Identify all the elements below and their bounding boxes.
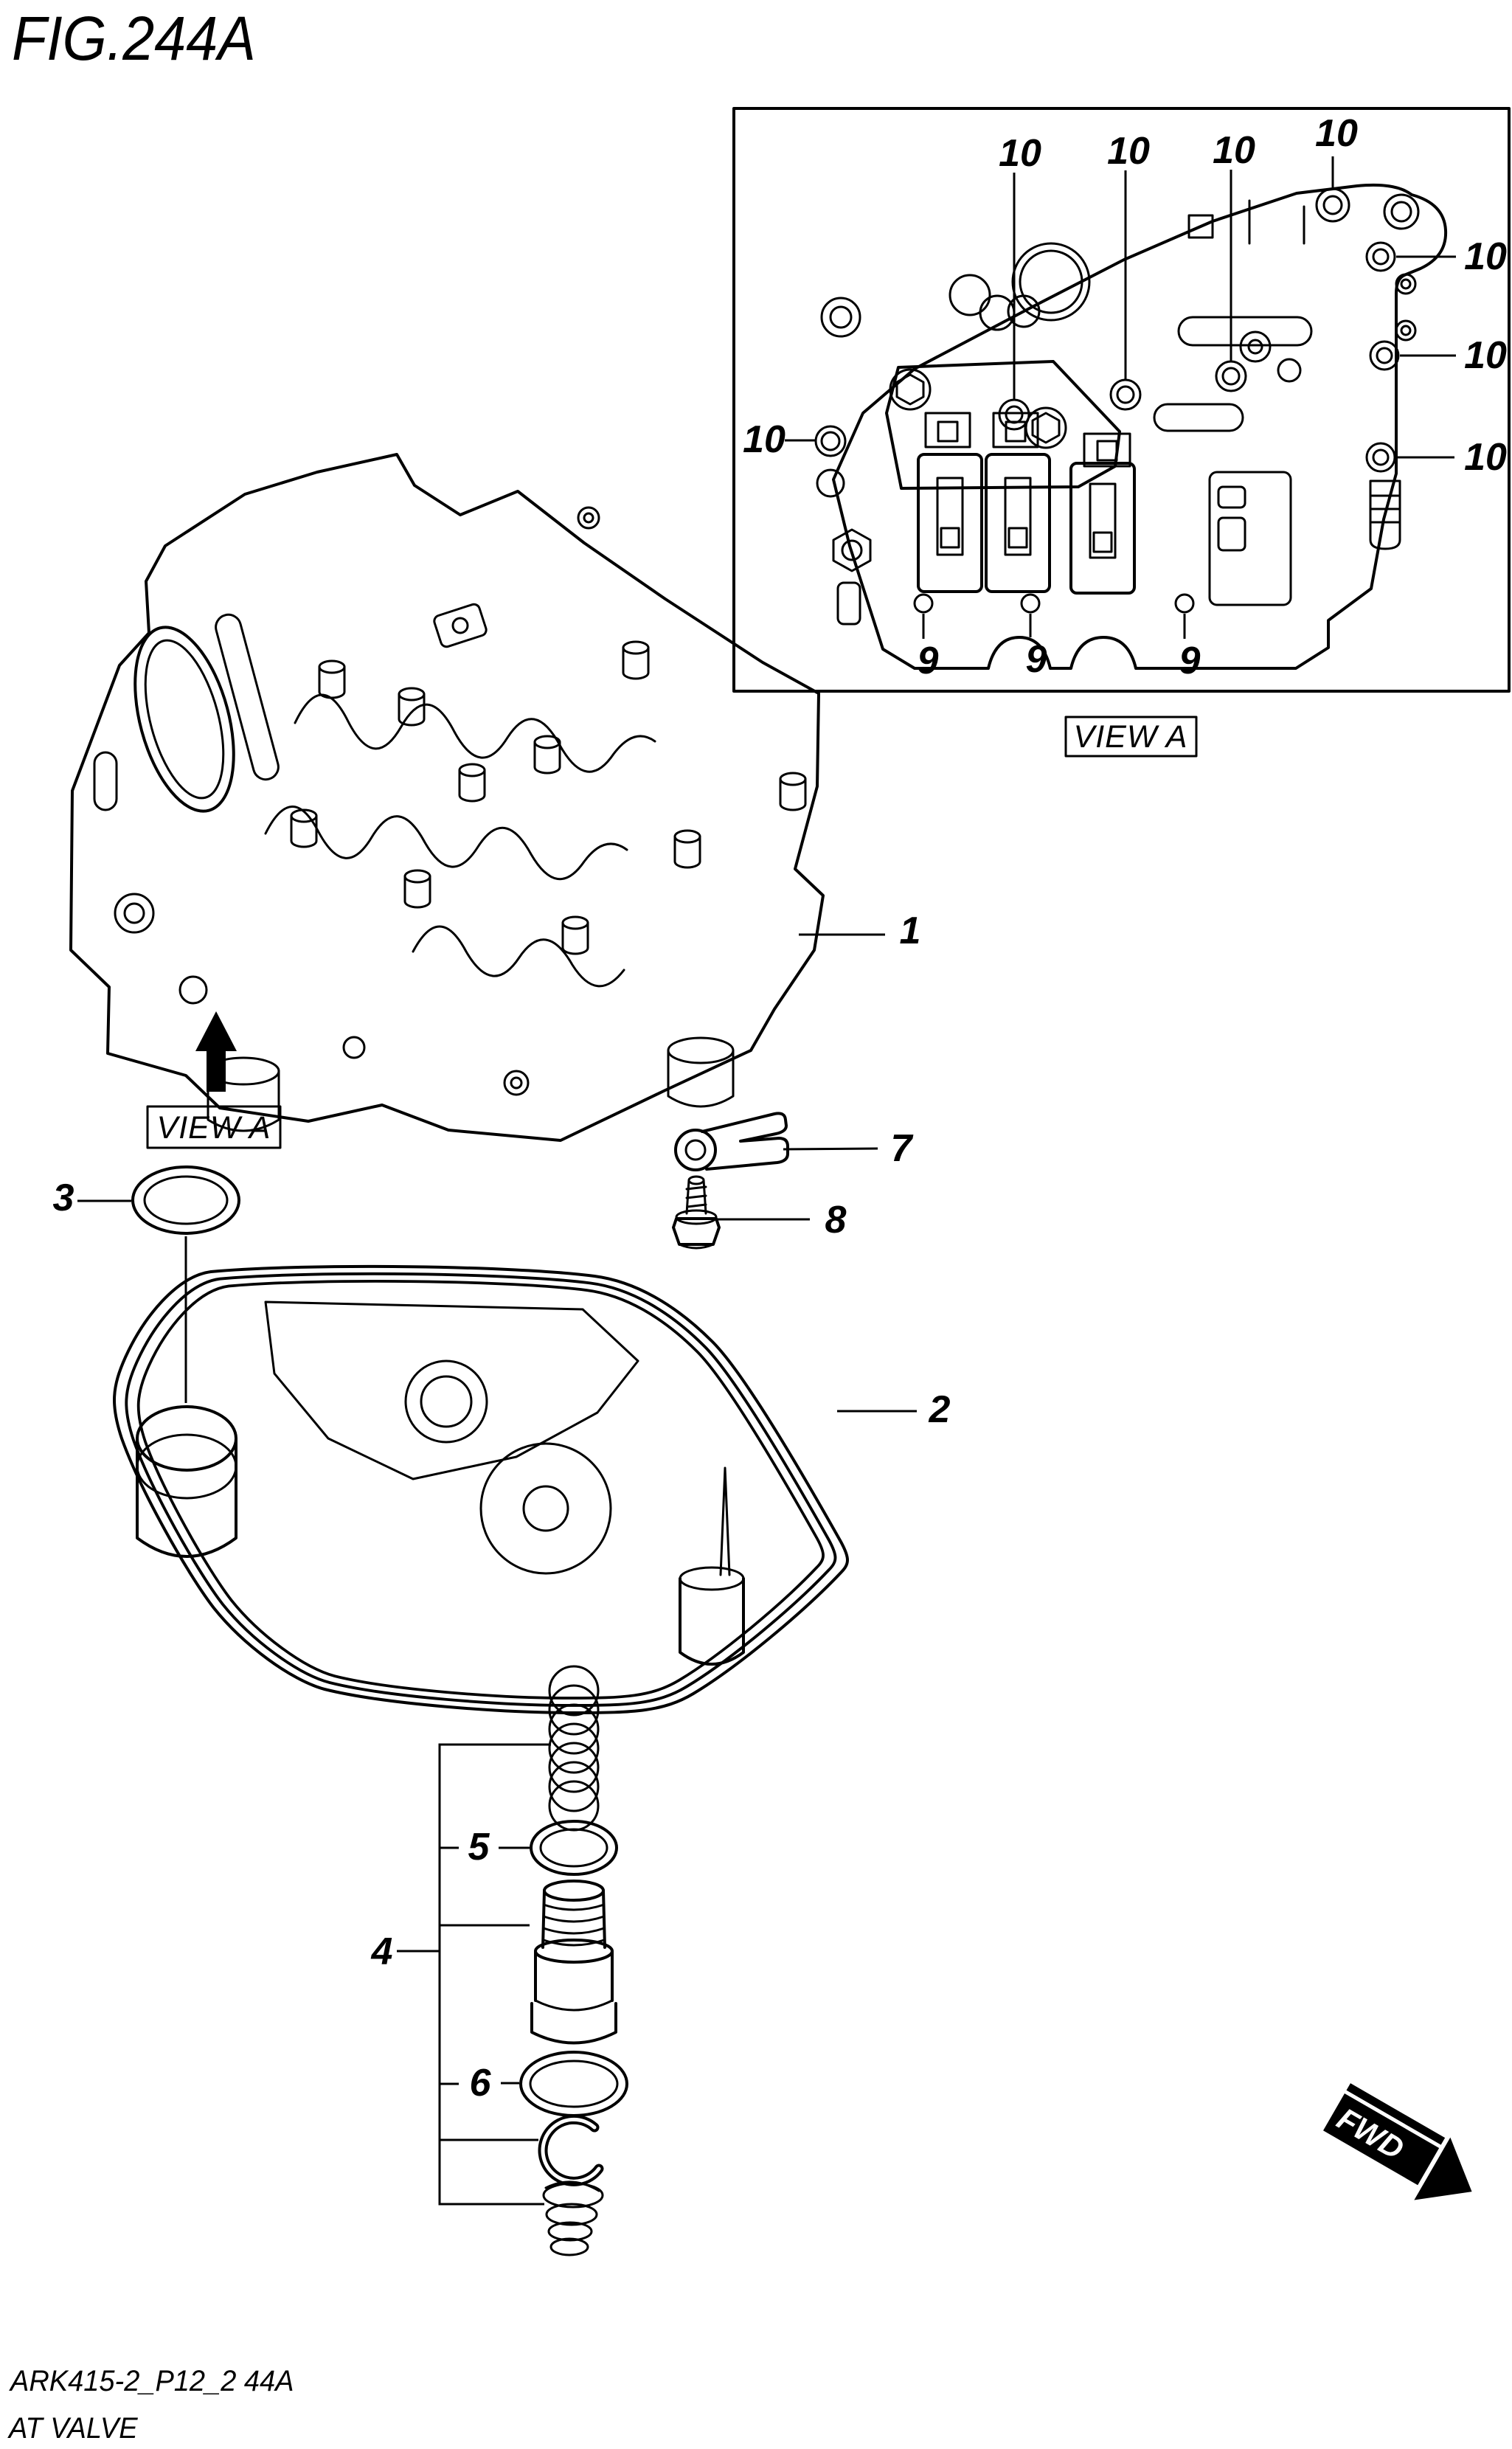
callout-9-1: 9 [918, 640, 939, 682]
bolt-drawing [672, 1175, 721, 1250]
fwd-arrow-icon: FWD [1323, 2083, 1472, 2200]
inset-view-box: 10 10 10 10 10 10 10 10 9 9 9 VIEW A [732, 107, 1511, 758]
up-arrow-icon [195, 1011, 237, 1092]
valve-piece [530, 1880, 617, 2045]
snap-ring [538, 2114, 604, 2186]
inset-view-a-tag: VIEW A [1064, 716, 1198, 758]
callout-10-right-1: 10 [1464, 235, 1507, 278]
callout-5: 5 [468, 1826, 490, 1868]
footer-caption: AT VALVE [9, 2412, 138, 2445]
callout-10-top-3: 10 [1213, 129, 1255, 172]
callout-7: 7 [891, 1127, 914, 1170]
o-ring-3-drawing [131, 1165, 240, 1403]
oil-strainer-drawing [112, 1264, 849, 1714]
valve-body-drawing [69, 453, 825, 1142]
callout-8: 8 [825, 1199, 847, 1241]
inset-leader-lines [785, 156, 1456, 639]
callout-6: 6 [470, 2062, 492, 2105]
footer-drawing-code: ARK415-2_P12_2 44A [10, 2365, 294, 2397]
inset-view-a-label: VIEW A [1074, 719, 1188, 755]
callout-4: 4 [371, 1930, 393, 1973]
callout-2: 2 [929, 1388, 951, 1431]
callout-leader-lines [77, 933, 917, 1413]
valve-stack-drawing [397, 1665, 628, 2256]
callout-9-2: 9 [1026, 638, 1047, 681]
figure-title: FIG.244A [12, 4, 256, 73]
coil-spring [548, 1665, 600, 1832]
callout-10-top-1: 10 [999, 132, 1041, 175]
callout-10-top-4: 10 [1315, 112, 1358, 155]
callout-9-3: 9 [1179, 640, 1201, 682]
callout-3: 3 [53, 1177, 74, 1219]
stopper-plate-drawing [674, 1112, 789, 1171]
view-direction-arrow [195, 1011, 237, 1092]
main-view-a-tag: VIEW A [146, 1105, 282, 1149]
callout-1: 1 [900, 910, 921, 952]
callout-10-right-3: 10 [1464, 436, 1507, 479]
stud-bolts [290, 640, 807, 955]
main-view-a-label: VIEW A [157, 1110, 271, 1146]
callout-10-top-2: 10 [1107, 130, 1150, 173]
stack-bracket [397, 1743, 551, 2206]
inset-solenoids [917, 453, 1136, 595]
conical-spring [542, 2180, 604, 2256]
callout-10-left: 10 [743, 418, 786, 461]
callout-10-right-2: 10 [1464, 334, 1507, 377]
inset-valve-body-drawing [814, 183, 1448, 670]
